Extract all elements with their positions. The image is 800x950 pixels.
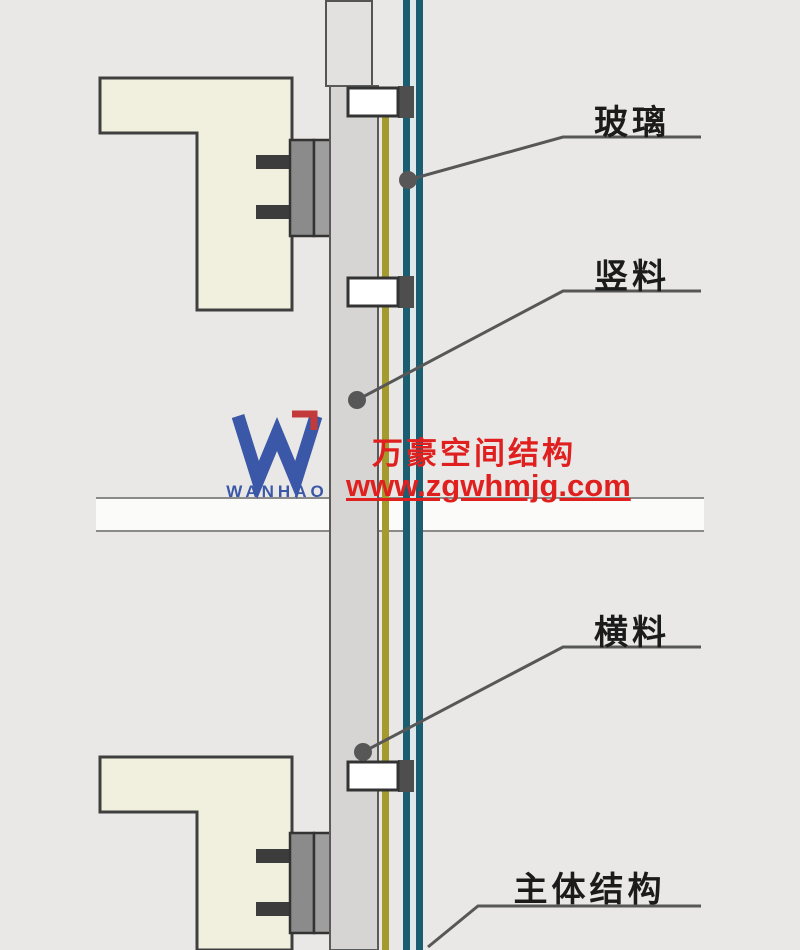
vertical-mullion <box>329 85 379 950</box>
callout-dot-glass <box>399 171 417 189</box>
bracket-back-plate <box>288 138 316 238</box>
label-glass: 玻璃 <box>594 104 670 142</box>
callout-dots <box>348 171 417 761</box>
watermark-company-name: 万豪空间结构 <box>372 436 576 471</box>
label-main-structure: 主体结构 <box>513 871 666 909</box>
leader-line-main-structure <box>427 904 701 949</box>
clamp-cap <box>398 760 414 792</box>
callout-dot-mullion <box>348 391 366 409</box>
leader-line-mullion <box>356 289 701 402</box>
pressure-plate-top <box>346 86 414 118</box>
pressure-plate-middle <box>346 276 414 308</box>
clamp-body <box>346 760 400 792</box>
logo-red-hook <box>292 410 318 430</box>
clamp-cap <box>398 86 414 118</box>
section-break-band <box>96 498 704 531</box>
section-break <box>96 497 704 532</box>
watermark-logo-spacer <box>218 404 336 480</box>
leader-lines <box>356 135 701 949</box>
glass-pane-outer <box>403 0 410 950</box>
leader-line-transom <box>362 645 701 754</box>
label-transom: 横料 <box>594 614 670 652</box>
glass-panes <box>403 0 423 950</box>
glass-pane-inner <box>416 0 423 950</box>
top-slab <box>98 76 294 312</box>
watermark-logo-text: WANHAO <box>226 482 328 501</box>
clamp-cap <box>398 276 414 308</box>
watermark-logo: WANHAO <box>218 404 336 502</box>
pressure-plate-bottom <box>346 760 414 792</box>
watermark-website: www.zgwhmjg.com <box>346 468 631 503</box>
callout-dot-transom <box>354 743 372 761</box>
logo-w-stroke <box>231 414 323 500</box>
clamp-body <box>346 276 400 308</box>
watermark-logo-mark <box>231 410 323 500</box>
rubber-gasket <box>382 112 389 950</box>
bracket-back-plate <box>288 831 316 935</box>
clamp-body <box>346 86 400 118</box>
bottom-slab <box>98 755 294 950</box>
label-mullion: 竖料 <box>594 258 670 296</box>
leader-line-glass <box>407 135 701 182</box>
mullion-top-section <box>325 0 373 87</box>
